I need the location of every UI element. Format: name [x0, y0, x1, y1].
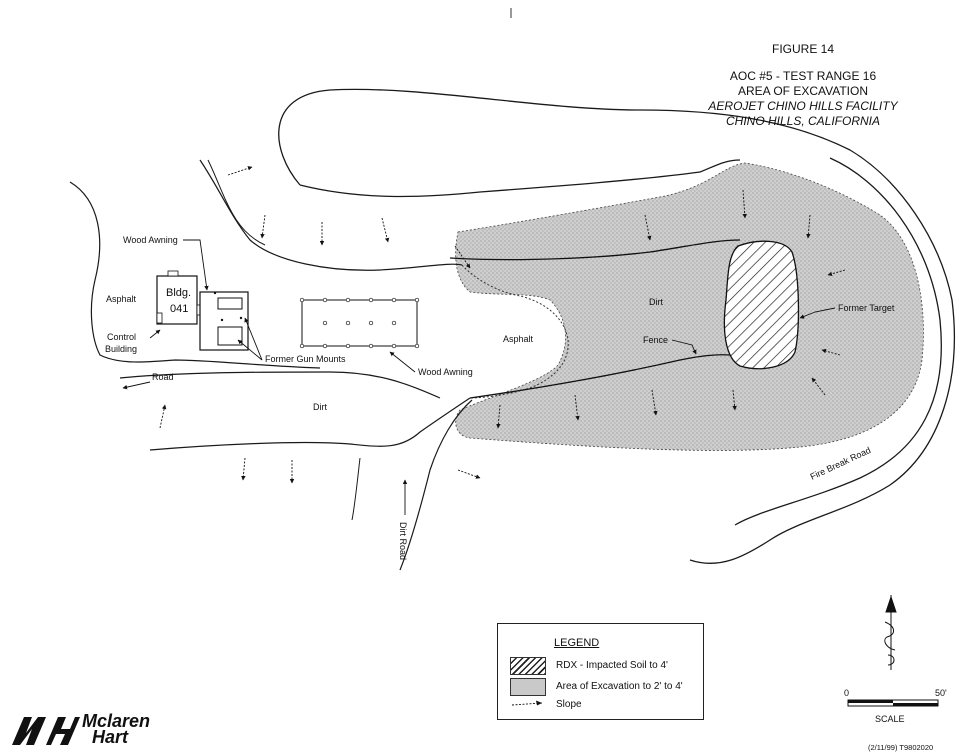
- label-dirt-excavation: Dirt: [649, 297, 663, 307]
- label-fence: Fence: [643, 335, 668, 345]
- label-wood-awning-2: Wood Awning: [418, 367, 473, 377]
- fence-lower: [469, 354, 731, 399]
- logo-line-1: Mclaren: [82, 711, 151, 731]
- label-control-2: Building: [105, 344, 137, 354]
- legend: LEGEND RDX - Impacted Soil to 4' Area of…: [497, 623, 704, 720]
- fire-break-road: [734, 157, 942, 526]
- title-block: FIGURE 14 AOC #5 - TEST RANGE 16 AREA OF…: [673, 42, 933, 129]
- legend-slope-label: Slope: [556, 699, 582, 710]
- legend-swatch-excavation: [510, 678, 546, 696]
- legend-rdx-label: RDX - Impacted Soil to 4': [556, 660, 668, 671]
- mh-logo-icon: [12, 717, 80, 745]
- legend-excavation-label: Area of Excavation to 2' to 4': [556, 681, 683, 692]
- logo-line-2: Hart: [92, 727, 129, 747]
- label-road: Road: [152, 372, 174, 382]
- title-line-4: CHINO HILLS, CALIFORNIA: [725, 114, 881, 128]
- gun-mount: [217, 326, 243, 346]
- label-asphalt-left: Asphalt: [106, 294, 137, 304]
- title-line-2: AREA OF EXCAVATION: [737, 84, 869, 98]
- scale-label: SCALE: [875, 714, 905, 724]
- label-former-target: Former Target: [838, 303, 895, 313]
- legend-heading: LEGEND: [554, 637, 600, 649]
- label-dirt-lower: Dirt: [313, 402, 327, 412]
- rdx-impacted-area: [723, 240, 800, 370]
- label-bldg-1: Bldg.: [166, 287, 191, 299]
- label-dirt-road: Dirt Road: [398, 522, 408, 560]
- label-wood-awning-1: Wood Awning: [123, 235, 178, 245]
- fence-upper: [449, 239, 741, 261]
- north-arrow-icon: [884, 595, 897, 670]
- gun-mount: [217, 297, 243, 310]
- site-outline-left: [69, 181, 321, 369]
- slope-arrow-icon: [511, 700, 543, 706]
- figure-number: FIGURE 14: [771, 42, 834, 56]
- scale-zero: 0: [844, 688, 849, 698]
- control-building: [156, 275, 198, 325]
- wood-awning-grid: [301, 299, 418, 347]
- label-bldg-2: 041: [170, 303, 188, 315]
- label-former-gun-mounts: Former Gun Mounts: [265, 354, 346, 364]
- label-control-1: Control: [107, 332, 136, 342]
- scale-fifty: 50': [935, 688, 947, 698]
- title-line-1: AOC #5 - TEST RANGE 16: [729, 69, 877, 83]
- scale-bar: 0 50' SCALE: [844, 688, 947, 724]
- slope-arrows: [159, 166, 846, 484]
- label-asphalt-center: Asphalt: [503, 334, 534, 344]
- legend-swatch-rdx: [510, 657, 546, 675]
- document-id: (2/11/99) T9802020: [868, 743, 934, 752]
- title-line-3: AEROJET CHINO HILLS FACILITY: [708, 99, 898, 113]
- hill-outline-upper: [278, 88, 955, 564]
